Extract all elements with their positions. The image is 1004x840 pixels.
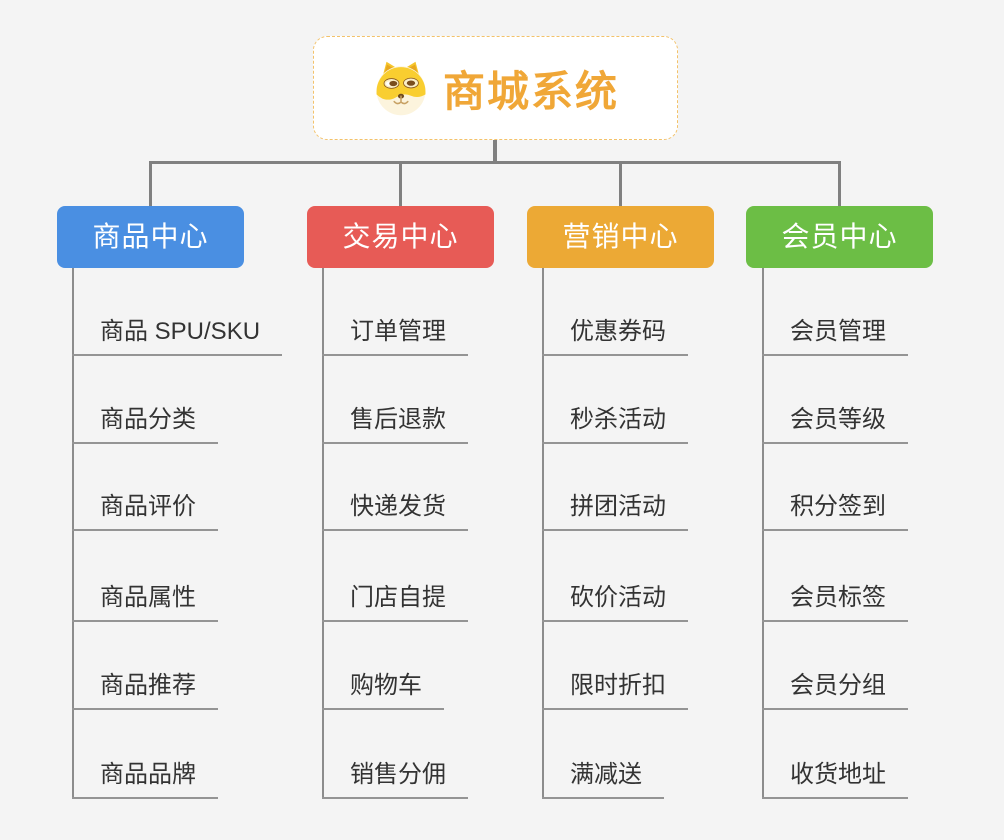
branch-node-trade-center[interactable]: 交易中心 <box>307 206 494 268</box>
connector-root-stub <box>493 139 497 164</box>
leaf-item[interactable]: 会员管理 <box>762 316 908 356</box>
connector-branch-stub <box>838 161 841 207</box>
leaf-item[interactable]: 快递发货 <box>322 491 468 531</box>
leaf-item[interactable]: 门店自提 <box>322 582 468 622</box>
leaf-item[interactable]: 商品推荐 <box>72 670 218 710</box>
leaf-item[interactable]: 限时折扣 <box>542 670 688 710</box>
leaf-item[interactable]: 售后退款 <box>322 404 468 444</box>
root-title: 商城系统 <box>442 67 619 115</box>
connector-branch-stub <box>619 161 622 207</box>
connector-branch-stub <box>149 161 152 207</box>
column-connector-line <box>322 268 324 799</box>
leaf-item[interactable]: 订单管理 <box>322 316 468 356</box>
leaf-item[interactable]: 积分签到 <box>762 491 908 531</box>
leaf-item[interactable]: 满减送 <box>542 759 664 799</box>
leaf-item[interactable]: 商品属性 <box>72 582 218 622</box>
leaf-item[interactable]: 收货地址 <box>762 759 908 799</box>
leaf-item[interactable]: 会员等级 <box>762 404 908 444</box>
leaf-item[interactable]: 会员标签 <box>762 582 908 622</box>
leaf-item[interactable]: 商品分类 <box>72 404 218 444</box>
branch-node-product-center[interactable]: 商品中心 <box>57 206 244 268</box>
column-connector-line <box>542 268 544 799</box>
doge-icon <box>372 59 430 117</box>
leaf-item[interactable]: 秒杀活动 <box>542 404 688 444</box>
connector-branch-stub <box>399 161 402 207</box>
branch-node-marketing-center[interactable]: 营销中心 <box>527 206 714 268</box>
branch-node-member-center[interactable]: 会员中心 <box>746 206 933 268</box>
leaf-item[interactable]: 销售分佣 <box>322 759 468 799</box>
leaf-item[interactable]: 砍价活动 <box>542 582 688 622</box>
leaf-item[interactable]: 商品 SPU/SKU <box>72 316 283 356</box>
leaf-item[interactable]: 商品品牌 <box>72 759 218 799</box>
leaf-item[interactable]: 购物车 <box>322 670 444 710</box>
leaf-item[interactable]: 优惠券码 <box>542 316 688 356</box>
column-connector-line <box>762 268 764 799</box>
column-connector-line <box>72 268 74 799</box>
connector-bus <box>149 161 841 164</box>
leaf-item[interactable]: 商品评价 <box>72 491 218 531</box>
leaf-item[interactable]: 会员分组 <box>762 670 908 710</box>
root-node[interactable]: 商城系统 <box>313 36 678 140</box>
leaf-item[interactable]: 拼团活动 <box>542 491 688 531</box>
